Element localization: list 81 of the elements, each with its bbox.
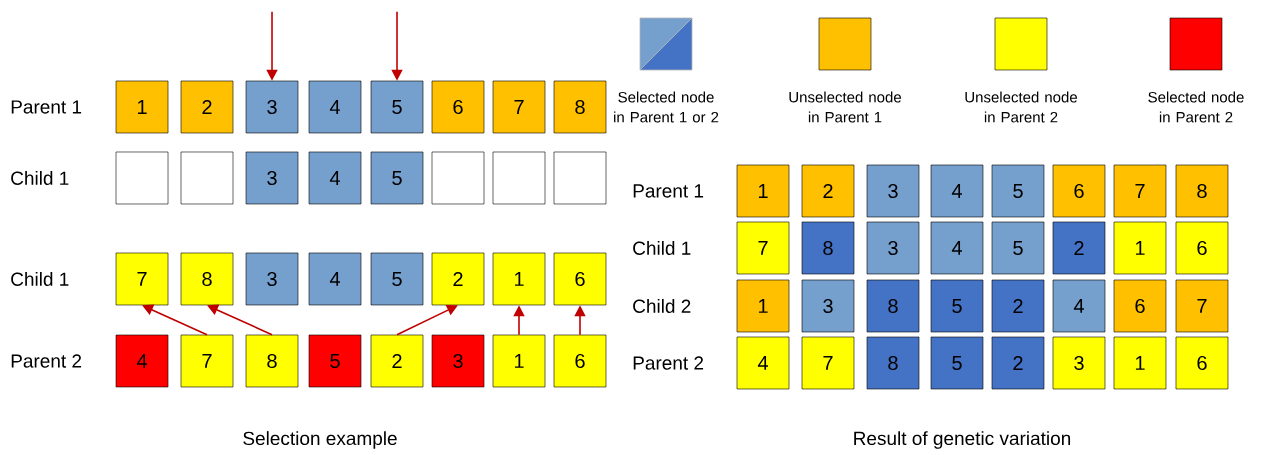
gene-cell: 3 xyxy=(1052,336,1106,390)
caption: Result of genetic variation xyxy=(854,431,1071,449)
gene-cell: 5 xyxy=(370,80,424,134)
gene-cell: 8 xyxy=(866,279,920,333)
gene-cell: 1 xyxy=(492,252,546,306)
gene-cell: 1 xyxy=(736,164,790,218)
gene-cell: 8 xyxy=(1175,164,1229,218)
gene-cell: 6 xyxy=(1052,164,1106,218)
gene-cell: 8 xyxy=(180,252,234,306)
row-label: Parent 2 xyxy=(633,356,704,370)
caption: Selection example xyxy=(243,431,397,449)
gene-cell: 7 xyxy=(1113,164,1167,218)
gene-cell: 5 xyxy=(991,164,1045,218)
gene-cell: 4 xyxy=(308,252,362,306)
gene-cell: 3 xyxy=(431,334,485,388)
legend-text: Unselected node in Parent 2 xyxy=(965,91,1077,123)
gene-cell: 6 xyxy=(1175,336,1229,390)
gene-cell: 1 xyxy=(1113,336,1167,390)
gene-cell: 2 xyxy=(370,334,424,388)
gene-cell: 5 xyxy=(308,334,362,388)
empty-cell xyxy=(431,151,485,205)
gene-cell: 2 xyxy=(801,164,855,218)
gene-cell: 8 xyxy=(553,80,607,134)
gene-cell: 3 xyxy=(866,164,920,218)
empty-cell xyxy=(180,151,234,205)
gene-cell: 2 xyxy=(1052,221,1106,275)
gene-cell: 5 xyxy=(370,151,424,205)
empty-cell xyxy=(492,151,546,205)
gene-cell: 4 xyxy=(736,336,790,390)
gene-cell: 5 xyxy=(991,221,1045,275)
gene-cell: 4 xyxy=(930,221,984,275)
gene-cell: 7 xyxy=(801,336,855,390)
legend-text: Selected node in Parent 1 or 2 xyxy=(614,91,719,123)
row-label: Parent 1 xyxy=(11,100,82,114)
gene-cell: 1 xyxy=(736,279,790,333)
row-label: Child 1 xyxy=(633,241,691,255)
row-label: Child 2 xyxy=(633,299,691,313)
gene-cell: 1 xyxy=(492,334,546,388)
arrow xyxy=(207,304,273,336)
row-label: Parent 2 xyxy=(11,354,82,368)
gene-cell: 2 xyxy=(991,336,1045,390)
gene-cell: 2 xyxy=(991,279,1045,333)
gene-cell: 8 xyxy=(866,336,920,390)
gene-cell: 6 xyxy=(553,252,607,306)
gene-cell: 1 xyxy=(1113,221,1167,275)
arrow xyxy=(396,304,458,336)
gene-cell: 7 xyxy=(115,252,169,306)
gene-cell: 8 xyxy=(801,221,855,275)
gene-cell: 7 xyxy=(1175,279,1229,333)
gene-cell: 7 xyxy=(736,221,790,275)
arrow xyxy=(142,304,208,336)
gene-cell: 8 xyxy=(245,334,299,388)
gene-cell: 4 xyxy=(308,151,362,205)
gene-cell: 7 xyxy=(180,334,234,388)
gene-cell: 4 xyxy=(930,164,984,218)
empty-cell xyxy=(115,151,169,205)
gene-cell: 3 xyxy=(245,151,299,205)
gene-cell: 3 xyxy=(245,80,299,134)
gene-cell: 6 xyxy=(1113,279,1167,333)
gene-cell: 2 xyxy=(431,252,485,306)
gene-cell: 7 xyxy=(492,80,546,134)
gene-cell: 6 xyxy=(1175,221,1229,275)
gene-cell: 4 xyxy=(1052,279,1106,333)
gene-cell: 3 xyxy=(801,279,855,333)
gene-cell: 3 xyxy=(866,221,920,275)
empty-cell xyxy=(553,151,607,205)
gene-cell: 6 xyxy=(553,334,607,388)
legend-text: Unselected node in Parent 1 xyxy=(789,91,901,123)
legend-text: Selected node in Parent 2 xyxy=(1148,91,1244,123)
gene-cell: 2 xyxy=(180,80,234,134)
row-label: Child 1 xyxy=(11,272,69,286)
gene-cell: 3 xyxy=(245,252,299,306)
gene-cell: 6 xyxy=(431,80,485,134)
gene-cell: 4 xyxy=(308,80,362,134)
gene-cell: 4 xyxy=(115,334,169,388)
gene-cell: 5 xyxy=(930,336,984,390)
gene-cell: 5 xyxy=(370,252,424,306)
row-label: Parent 1 xyxy=(633,184,704,198)
gene-cell: 1 xyxy=(115,80,169,134)
gene-cell: 5 xyxy=(930,279,984,333)
row-label: Child 1 xyxy=(11,171,69,185)
